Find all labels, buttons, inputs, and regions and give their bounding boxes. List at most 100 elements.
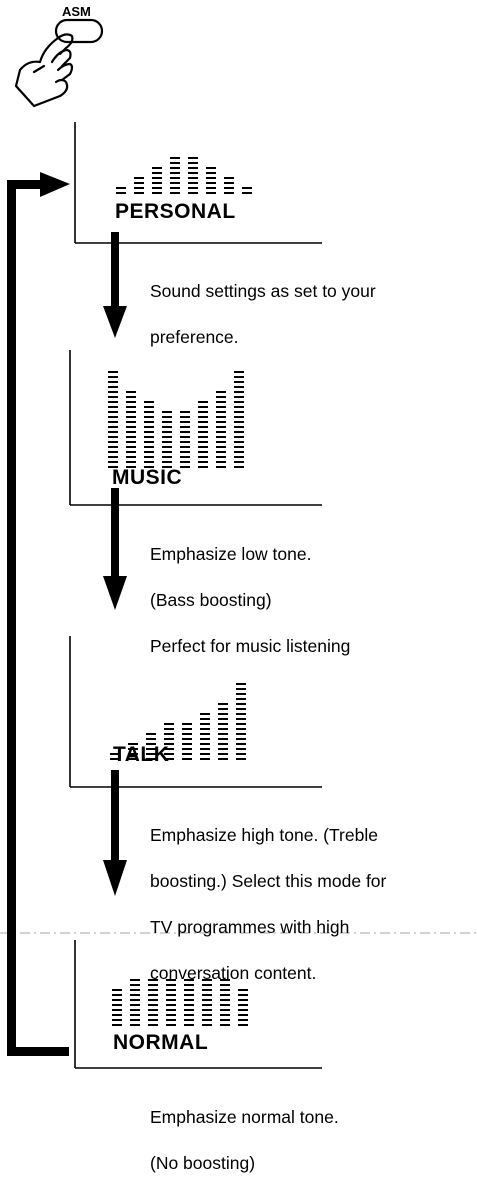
equalizer-segment <box>242 187 252 189</box>
equalizer-segment <box>218 753 228 755</box>
equalizer-segment <box>166 1009 176 1011</box>
equalizer-segment <box>152 167 162 169</box>
equalizer-segment <box>112 989 122 991</box>
equalizer-band <box>110 660 120 760</box>
equalizer-band <box>224 138 234 194</box>
equalizer-segment <box>200 718 210 720</box>
equalizer-segment <box>238 1004 248 1006</box>
equalizer-segment <box>188 187 198 189</box>
equalizer-segment <box>166 989 176 991</box>
equalizer-segment <box>144 461 154 463</box>
equalizer-segment <box>220 984 230 986</box>
equalizer-segment <box>126 461 136 463</box>
equalizer-segment <box>200 753 210 755</box>
equalizer-segment <box>234 451 244 453</box>
equalizer-segment <box>108 446 118 448</box>
normal-equalizer <box>112 960 272 1026</box>
equalizer-segment <box>238 1024 248 1026</box>
equalizer-segment <box>216 461 226 463</box>
equalizer-band <box>126 360 136 468</box>
equalizer-segment <box>218 708 228 710</box>
equalizer-segment <box>144 431 154 433</box>
talk-equalizer <box>110 660 270 760</box>
equalizer-segment <box>108 466 118 468</box>
equalizer-segment <box>148 1004 158 1006</box>
equalizer-segment <box>206 172 216 174</box>
equalizer-segment <box>108 401 118 403</box>
equalizer-segment <box>144 441 154 443</box>
equalizer-segment <box>216 391 226 393</box>
equalizer-band <box>146 660 156 760</box>
loop-arrow-icon <box>7 172 70 1056</box>
equalizer-band <box>218 660 228 760</box>
equalizer-segment <box>144 406 154 408</box>
hand-pressing-icon <box>14 18 104 108</box>
equalizer-segment <box>242 192 252 194</box>
equalizer-segment <box>234 436 244 438</box>
equalizer-segment <box>238 1009 248 1011</box>
equalizer-segment <box>162 446 172 448</box>
equalizer-segment <box>162 431 172 433</box>
equalizer-segment <box>188 177 198 179</box>
equalizer-segment <box>236 723 246 725</box>
equalizer-segment <box>130 979 140 981</box>
equalizer-segment <box>126 406 136 408</box>
asm-button-shape[interactable] <box>54 18 104 44</box>
equalizer-segment <box>108 381 118 383</box>
equalizer-segment <box>134 177 144 179</box>
description-line: Sound settings as set to your <box>150 281 376 301</box>
arrow-down-icon <box>103 488 127 610</box>
equalizer-segment <box>206 182 216 184</box>
equalizer-segment <box>220 994 230 996</box>
equalizer-segment <box>220 1009 230 1011</box>
equalizer-segment <box>236 703 246 705</box>
equalizer-segment <box>164 733 174 735</box>
equalizer-band <box>184 960 194 1026</box>
equalizer-segment <box>144 401 154 403</box>
equalizer-segment <box>216 426 226 428</box>
equalizer-segment <box>130 1009 140 1011</box>
equalizer-band <box>242 138 252 194</box>
equalizer-segment <box>200 758 210 760</box>
equalizer-segment <box>216 466 226 468</box>
equalizer-segment <box>220 1024 230 1026</box>
equalizer-segment <box>170 192 180 194</box>
equalizer-segment <box>182 728 192 730</box>
equalizer-segment <box>206 167 216 169</box>
equalizer-segment <box>236 753 246 755</box>
equalizer-segment <box>130 1014 140 1016</box>
equalizer-segment <box>152 192 162 194</box>
equalizer-band <box>128 660 138 760</box>
equalizer-segment <box>126 411 136 413</box>
equalizer-segment <box>236 718 246 720</box>
equalizer-segment <box>218 713 228 715</box>
equalizer-segment <box>180 411 190 413</box>
equalizer-segment <box>166 994 176 996</box>
equalizer-band <box>162 360 172 468</box>
equalizer-segment <box>152 187 162 189</box>
asm-button-label: ASM <box>62 4 91 19</box>
equalizer-segment <box>236 758 246 760</box>
equalizer-band <box>216 360 226 468</box>
equalizer-segment <box>216 456 226 458</box>
music-equalizer <box>108 360 268 468</box>
equalizer-segment <box>182 733 192 735</box>
equalizer-segment <box>108 421 118 423</box>
equalizer-segment <box>216 436 226 438</box>
equalizer-segment <box>144 436 154 438</box>
equalizer-segment <box>202 1014 212 1016</box>
equalizer-segment <box>180 466 190 468</box>
equalizer-band <box>236 660 246 760</box>
equalizer-segment <box>182 743 192 745</box>
equalizer-segment <box>202 1004 212 1006</box>
equalizer-segment <box>170 162 180 164</box>
mode-label-normal: NORMAL <box>113 1031 209 1054</box>
equalizer-segment <box>218 743 228 745</box>
equalizer-segment <box>236 728 246 730</box>
equalizer-segment <box>200 713 210 715</box>
equalizer-segment <box>162 456 172 458</box>
equalizer-segment <box>126 441 136 443</box>
equalizer-segment <box>162 441 172 443</box>
description-line: TV programmes with high <box>150 917 350 937</box>
equalizer-segment <box>164 743 174 745</box>
